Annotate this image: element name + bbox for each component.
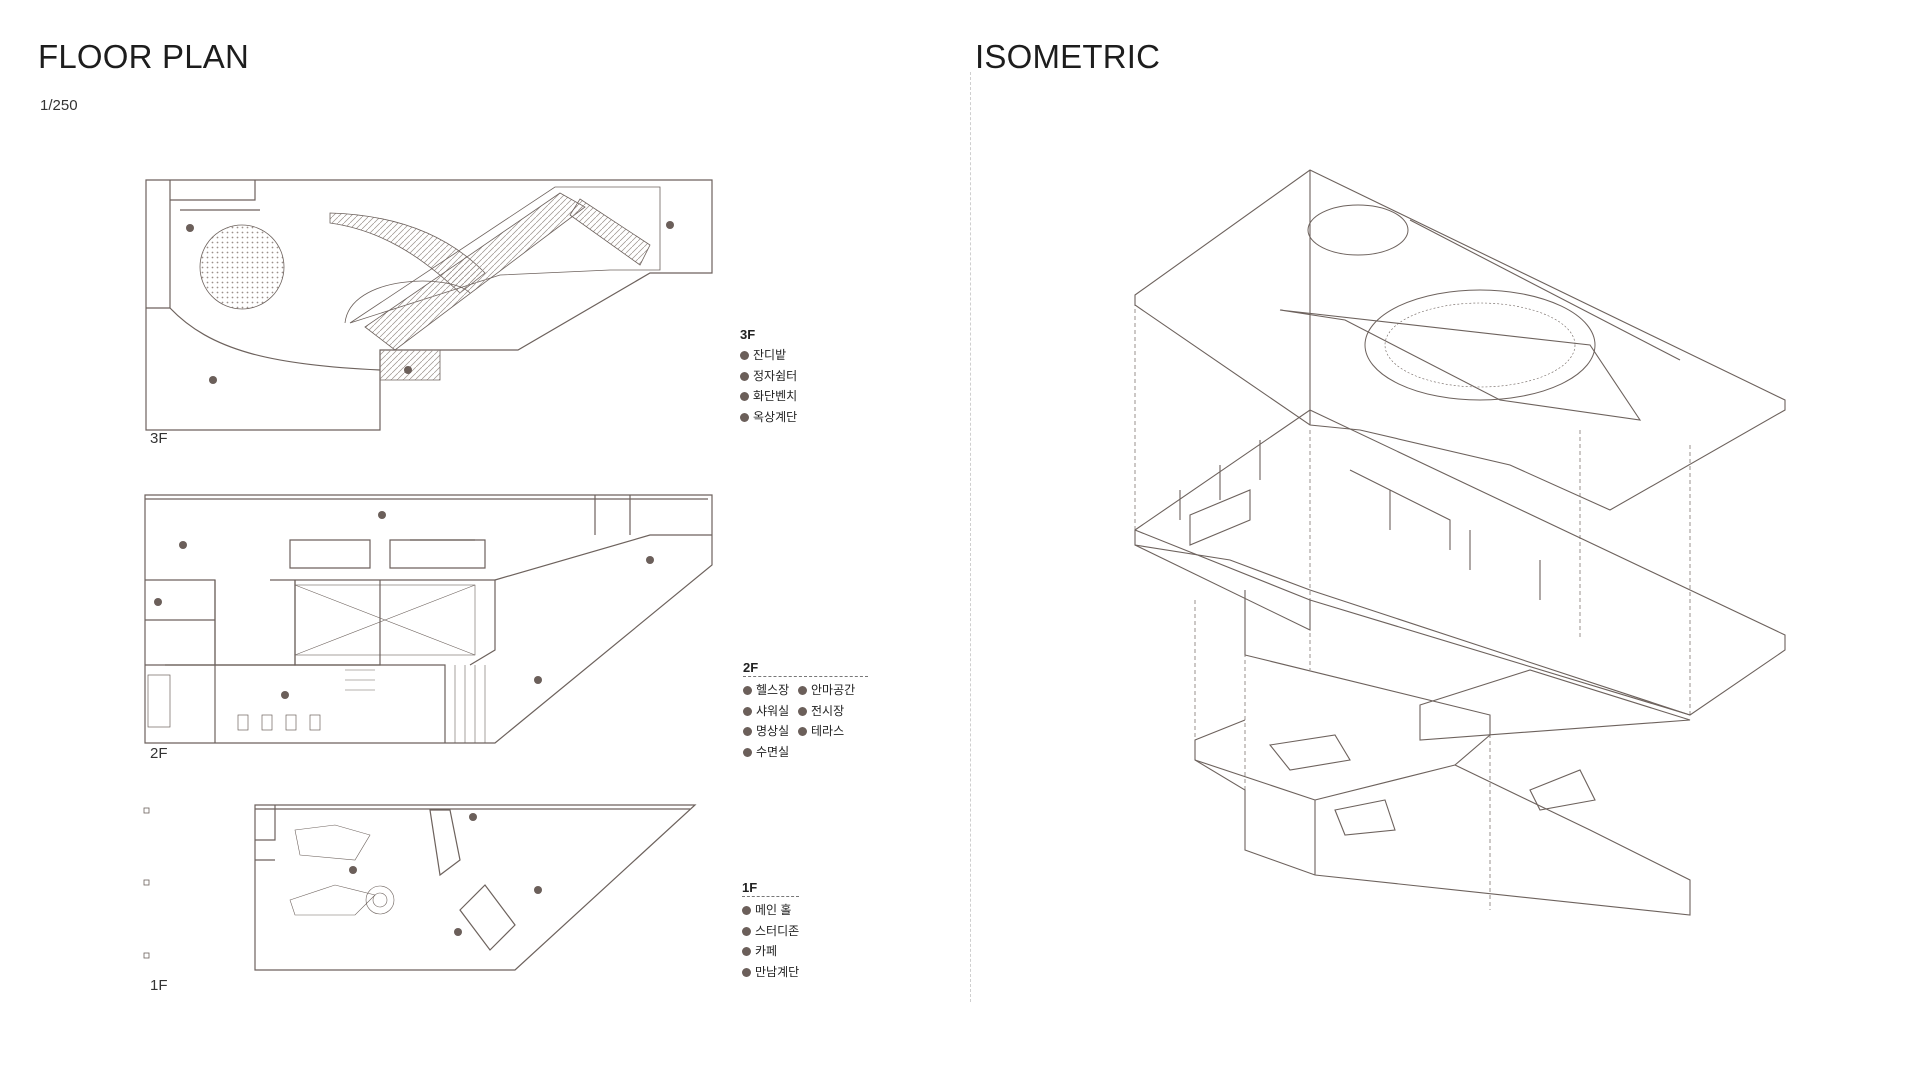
bullet-icon [740,371,749,381]
bullet-icon [743,727,752,736]
legend-item: 수면실 [743,742,798,763]
legend-item: 스터디존 [742,921,799,942]
bullet-icon [742,967,751,977]
isometric-drawing [1134,169,1786,916]
legend-item: 메인 홀 [742,900,799,921]
bullet-icon [742,906,751,915]
legend-item: 샤워실 [743,701,798,722]
bullet-icon [740,412,749,422]
label-2f: 2F [150,745,168,762]
bullet-icon [742,947,751,956]
legend-item: 화단벤치 [740,386,797,407]
floor-plan-title: FLOOR PLAN [38,38,250,75]
bullet-icon [743,686,752,695]
bullet-icon [740,392,749,401]
legend-3f: 3F 잔디밭 정자쉼터 화단벤치 옥상계단 [740,327,797,427]
bullet-icon [740,351,749,360]
plan-3f [145,179,713,431]
plan-2f [144,494,713,744]
isometric-title: ISOMETRIC [975,38,1161,75]
legend-item: 정자쉼터 [740,366,797,387]
label-3f: 3F [150,430,168,447]
legend-title-3f: 3F [740,327,756,342]
legend-item: 전시장 [798,701,868,722]
label-1f: 1F [150,977,168,994]
legend-item: 만남계단 [742,962,799,983]
legend-1f: 1F 메인 홀 스터디존 카페 만남계단 [742,880,800,983]
legend-item: 안마공간 [798,680,868,701]
bullet-icon [743,706,752,716]
bullet-icon [798,686,807,695]
legend-item: 잔디밭 [740,345,797,366]
legend-item: 카페 [742,941,799,962]
bullet-icon [742,926,751,936]
legend-item: 명상실 [743,721,798,742]
bullet-icon [798,727,807,736]
legend-2f: 2F 헬스장 안마공간 샤워실 전시장 명상실 테라스 수면실 [743,660,868,762]
legend-item: 헬스장 [743,680,798,701]
legend-item: 옥상계단 [740,407,797,428]
legend-title-2f: 2F [743,660,868,677]
section-divider [970,72,971,1002]
bullet-icon [743,747,752,757]
legend-item: 테라스 [798,721,868,742]
legend-title-1f: 1F [742,880,800,897]
bullet-icon [798,706,807,716]
scale-label: 1/250 [40,97,78,114]
plan-1f [143,804,697,971]
